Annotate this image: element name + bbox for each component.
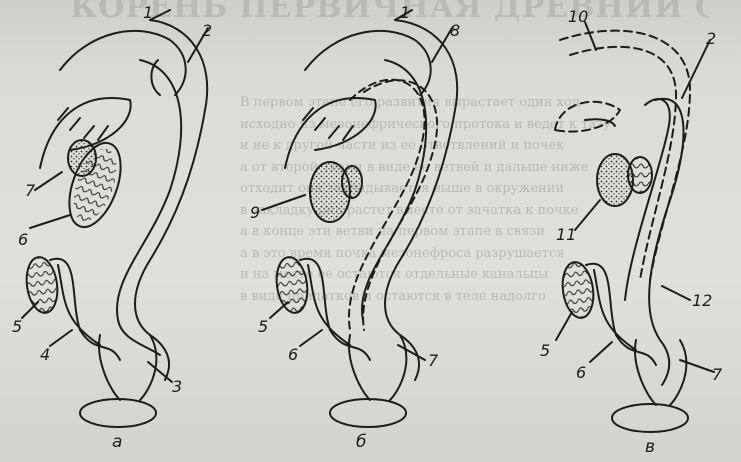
label-7: 7 bbox=[25, 181, 36, 200]
caption-b: б bbox=[356, 432, 366, 452]
label-11: 11 bbox=[556, 225, 576, 244]
label-5: 5 bbox=[12, 317, 22, 336]
label-5: 5 bbox=[540, 341, 550, 360]
label-8: 8 bbox=[450, 21, 460, 40]
caption-c: в bbox=[645, 437, 655, 457]
label-4: 4 bbox=[40, 345, 50, 364]
label-3: 3 bbox=[172, 377, 182, 396]
panel-c-labels: 10 2 11 12 5 6 7 в bbox=[540, 7, 723, 457]
caption-a: а bbox=[112, 432, 122, 452]
label-12: 12 bbox=[692, 291, 712, 310]
label-6: 6 bbox=[288, 345, 298, 364]
label-2: 2 bbox=[202, 21, 212, 40]
panel-b-labels: 1 8 9 5 6 7 б bbox=[250, 3, 460, 452]
panel-a-drawing bbox=[22, 10, 208, 427]
label-9: 9 bbox=[250, 203, 260, 222]
label-6: 6 bbox=[576, 363, 586, 382]
label-7: 7 bbox=[428, 351, 439, 370]
label-7: 7 bbox=[712, 365, 723, 384]
label-2: 2 bbox=[706, 29, 716, 48]
label-1: 1 bbox=[143, 3, 153, 22]
label-1: 1 bbox=[400, 3, 410, 22]
label-6: 6 bbox=[18, 230, 28, 249]
label-10: 10 bbox=[568, 7, 588, 26]
panel-a-labels: 1 2 7 6 5 4 3 а bbox=[12, 3, 212, 452]
label-5: 5 bbox=[258, 317, 268, 336]
